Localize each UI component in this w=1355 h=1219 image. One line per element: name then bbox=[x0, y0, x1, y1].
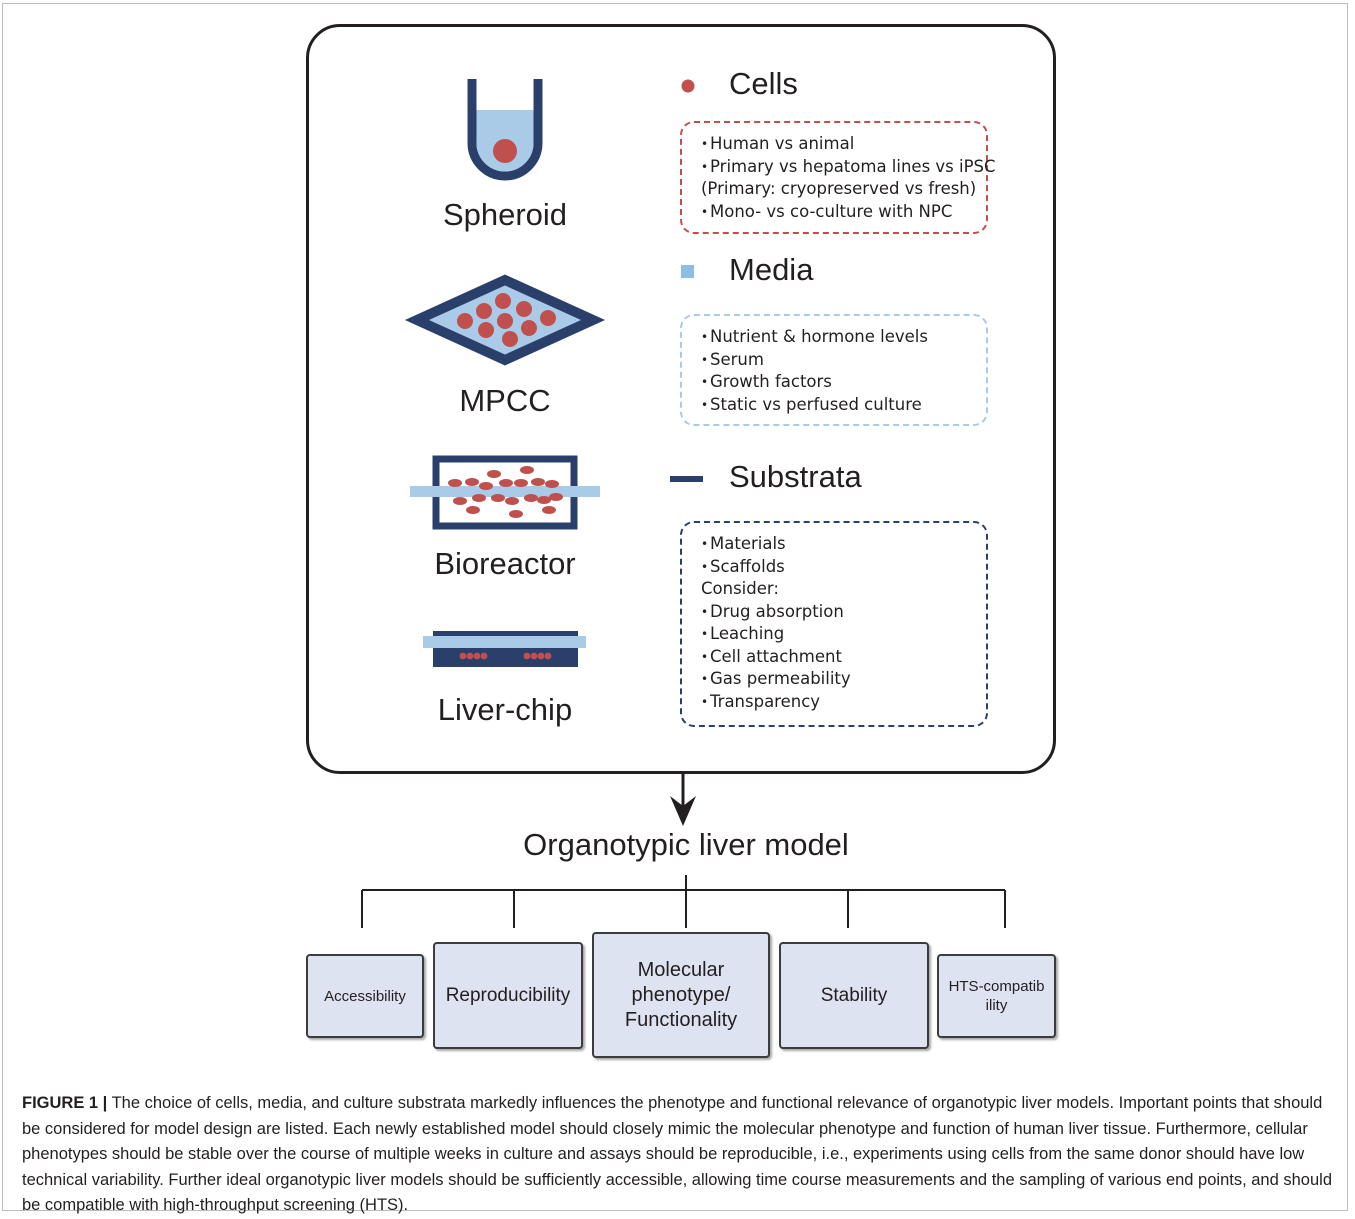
cells-item: (Primary: cryopreserved vs fresh) bbox=[701, 179, 977, 198]
model-label-bioreactor: Bioreactor bbox=[434, 546, 576, 581]
model-design-panel bbox=[306, 24, 1056, 774]
media-title: Media bbox=[729, 252, 814, 287]
media-marker-icon bbox=[681, 265, 694, 278]
liver-chip-icon bbox=[423, 631, 586, 667]
substrata-title: Substrata bbox=[729, 459, 862, 494]
outcome-label: Molecular phenotype/ Functionality bbox=[624, 958, 738, 1031]
substrata-item: Leaching bbox=[701, 623, 851, 646]
substrata-item: Cell attachment bbox=[701, 646, 851, 669]
mpcc-icon bbox=[404, 274, 606, 366]
substrata-item: Materials bbox=[701, 533, 851, 556]
bioreactor-icon bbox=[410, 455, 600, 530]
model-label-liver-chip: Liver-chip bbox=[437, 692, 573, 727]
spheroid-cell bbox=[493, 139, 517, 163]
caption-label: FIGURE 1 | bbox=[22, 1094, 108, 1112]
cells-marker-icon bbox=[681, 79, 695, 93]
model-label-spheroid: Spheroid bbox=[442, 197, 568, 232]
substrata-marker-icon bbox=[670, 476, 703, 482]
outcome-hts-compatibility: HTS-compatibility bbox=[937, 954, 1056, 1038]
figure-caption: FIGURE 1 | The choice of cells, media, a… bbox=[22, 1091, 1332, 1219]
substrata-considerations-box: Materials Scaffolds Consider: Drug absor… bbox=[680, 521, 988, 727]
caption-text: The choice of cells, media, and culture … bbox=[22, 1094, 1332, 1214]
result-title: Organotypic liver model bbox=[523, 827, 849, 862]
cells-item: Human vs animal bbox=[701, 133, 996, 156]
substrata-item: Scaffolds bbox=[701, 556, 851, 579]
arrow-down-icon bbox=[670, 774, 696, 826]
substrata-item: Consider: bbox=[701, 579, 779, 598]
figure-frame bbox=[2, 3, 1348, 1211]
media-item: Nutrient & hormone levels bbox=[701, 326, 928, 349]
media-considerations-box: Nutrient & hormone levels Serum Growth f… bbox=[680, 314, 988, 426]
outcome-label: HTS-compatibility bbox=[948, 978, 1045, 1014]
cells-item: Primary vs hepatoma lines vs iPSC bbox=[701, 156, 996, 179]
spheroid-icon bbox=[467, 79, 543, 181]
substrata-item: Gas permeability bbox=[701, 668, 851, 691]
cells-item: Mono- vs co-culture with NPC bbox=[701, 201, 996, 224]
outcome-label: Accessibility bbox=[324, 987, 406, 1005]
outcome-molecular-phenotype: Molecular phenotype/ Functionality bbox=[592, 932, 770, 1058]
substrata-item: Drug absorption bbox=[701, 601, 851, 624]
cells-title: Cells bbox=[729, 66, 798, 101]
media-item: Growth factors bbox=[701, 371, 928, 394]
outcome-bracket bbox=[361, 875, 1006, 928]
media-item: Serum bbox=[701, 349, 928, 372]
substrata-item: Transparency bbox=[701, 691, 851, 714]
outcome-accessibility: Accessibility bbox=[306, 954, 424, 1038]
outcome-stability: Stability bbox=[779, 942, 929, 1049]
model-label-mpcc: MPCC bbox=[459, 383, 551, 418]
outcome-label: Stability bbox=[820, 984, 888, 1006]
media-item: Static vs perfused culture bbox=[701, 394, 928, 417]
outcome-reproducibility: Reproducibility bbox=[433, 942, 583, 1049]
outcome-label: Reproducibility bbox=[445, 984, 571, 1006]
cells-considerations-box: Human vs animal Primary vs hepatoma line… bbox=[680, 121, 996, 234]
